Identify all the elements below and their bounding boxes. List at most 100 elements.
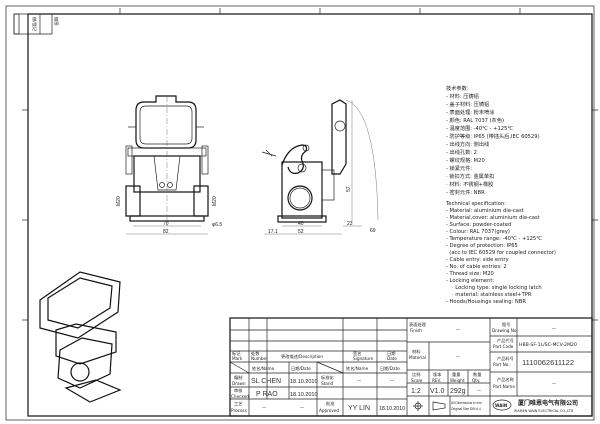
spec-cn-line: - 螺纹规格: M20 <box>446 156 485 164</box>
spec-en-line: · material: stainless steel+TPR <box>452 292 532 298</box>
side-strip-label: 借/登记 <box>31 17 38 32</box>
spec-en-line: · Locking type: single locking latch <box>452 285 542 291</box>
spec-en-line: - Degree of protection: IP65 <box>446 243 518 249</box>
dim-thread-right: M20 <box>212 196 218 206</box>
dim-front-outer: 82 <box>163 229 169 235</box>
dim-side-e: 69 <box>370 228 376 234</box>
part-code-label-cn: 产品代号 <box>497 337 514 344</box>
description-label: 更改描述/Description <box>281 353 323 360</box>
drawn-date: 18.10.2010 <box>290 379 318 385</box>
spec-cn-line: - 表面处理: 粉末喷涂 <box>446 108 495 116</box>
company-logo: WAIN <box>492 399 512 411</box>
front-view: 70 82 φ6.5 M20 M20 <box>116 95 222 235</box>
name-header: 姓名/Name <box>346 365 369 372</box>
spec-cn-line: - 温度范围: -40℃ - +125℃ <box>446 124 513 132</box>
side-strip-label: 描图 <box>53 17 60 25</box>
stand-date: — <box>390 378 394 383</box>
scale-label-cn: 比例 <box>412 371 420 378</box>
spec-en-line: - Material,cover: aluminium die-cast <box>446 215 540 221</box>
logo-text: WAIN <box>495 403 507 408</box>
finish-label-cn: 表面处理 <box>409 321 427 328</box>
material-value: — <box>456 354 460 359</box>
finish-label: Finish <box>410 328 422 333</box>
spec-english: Technical specification: - Material: alu… <box>445 201 556 305</box>
approved-date: 18.10.2010 <box>379 406 405 412</box>
checked-date: 18.10.2010 <box>290 392 318 398</box>
process-name: — <box>262 405 266 410</box>
original-size-note: Original Size DIN A 4 <box>451 407 481 411</box>
dim-side-d: 23 <box>347 221 353 227</box>
dim-side-b: 40 <box>298 221 304 227</box>
rev-label-cn: 版本 <box>433 371 442 378</box>
material-label-cn: 材料 <box>412 348 421 355</box>
drawn-label-cn: 编制 <box>234 374 242 381</box>
spec-cn-line: - 出线方向: 侧出线 <box>446 140 489 148</box>
drawn-label: Drawn <box>232 381 246 386</box>
material-label: Material <box>409 355 426 360</box>
process-label: Process <box>231 408 247 413</box>
spec-en-line: - Thread size: M20 <box>446 271 494 277</box>
spec-en-line: - Cable entry: side entry <box>446 257 509 263</box>
side-view: 17.1 40 52 23 57 69 <box>261 99 379 235</box>
spec-cn-line: · 材料: 不锈钢+橡胶 <box>446 180 493 188</box>
part-code-label: Part Code <box>493 344 514 349</box>
scale-value: 1:2 <box>411 388 421 395</box>
spec-cn-line: - 防护等级: IP65 (带插头后,IEC 60529) <box>446 132 540 140</box>
name-header: 姓名/Name <box>252 365 275 372</box>
part-name-label: Part Name <box>493 384 515 389</box>
weight-value: 292g <box>450 388 466 395</box>
spec-en-line: - Surface: powder-coated <box>446 222 511 228</box>
spec-cn-line: · 锁扣方式: 金属单扣 <box>446 172 494 180</box>
stand-name: — <box>357 378 361 383</box>
checked-label-cn: 审核 <box>234 387 243 394</box>
spec-en-line: - Hoods/Housings sealing: NBR <box>446 299 526 305</box>
outer-border <box>5 5 595 421</box>
spec-cn-line: 技术参数: <box>446 84 469 92</box>
part-no-label: Part No. <box>493 362 510 367</box>
spec-cn-line: - 密封元件: NBR <box>446 188 485 196</box>
dim-side-c: 52 <box>298 229 304 235</box>
company-name-en: XIAMEN WAIN ELECTRICAL CO.,LTD <box>514 409 574 413</box>
zone-ticks <box>22 8 598 321</box>
date-header: 日期/Date <box>380 366 400 372</box>
spec-en-line: - No. of cable entries: 2 <box>446 264 507 270</box>
rev-label: REV. <box>432 378 441 383</box>
spec-cn-line: - 锁紧元件: <box>446 164 472 172</box>
weight-label-cn: 重量 <box>452 371 460 378</box>
qty-label: Qty. <box>472 378 480 383</box>
part-code-value: HBB-SF-1L/SC-MCV-2M20 <box>519 342 577 348</box>
dim-hole: φ6.5 <box>212 222 222 228</box>
rev-value: V1.0 <box>430 388 445 395</box>
scale-label: Scale <box>411 378 423 383</box>
dim-thread-left: M20 <box>116 196 122 206</box>
part-name-label-cn: 产品名称 <box>497 376 514 383</box>
company-name-cn: 厦门唯恩电气有限公司 <box>518 399 578 407</box>
stand-label: Stand <box>321 381 334 386</box>
stand-label-cn: 标准化 <box>321 374 334 381</box>
drawing-no-label-cn: 图号 <box>502 322 510 328</box>
spec-en-line: - Material: aluminium die-cast <box>446 208 524 214</box>
dim-front-inner: 70 <box>163 221 169 227</box>
spec-cn-line: - 材料: 压铸铝 <box>446 92 479 100</box>
spec-cn-line: - 出线孔数: 2 <box>446 148 477 156</box>
checked-label: Checked <box>231 394 249 399</box>
spec-en-line: Technical specification: <box>445 201 506 207</box>
checked-name: P RAO <box>256 391 278 398</box>
dim-side-a: 17.1 <box>268 229 278 235</box>
projection-symbol-icon <box>413 401 446 411</box>
side-strip: 借/登记 描图 <box>13 13 60 35</box>
weight-label: Weight <box>450 378 465 383</box>
dim-height: 57 <box>346 186 352 192</box>
isometric-view <box>39 271 122 403</box>
part-name-value: — <box>552 381 556 386</box>
process-label-cn: 工艺 <box>234 401 242 406</box>
qty-label-cn: 数量 <box>473 371 481 378</box>
spec-en-line: (acc.to IEC 60529 for coupled connector) <box>446 250 556 256</box>
spec-chinese: 技术参数: - 材料: 压铸铝 - 盖子材料: 压铸铝 - 表面处理: 粉末喷涂… <box>446 84 540 196</box>
process-date: — <box>300 405 304 410</box>
dimensions-note: All Dimensions in mm <box>451 401 482 405</box>
finish-value: — <box>456 327 460 332</box>
